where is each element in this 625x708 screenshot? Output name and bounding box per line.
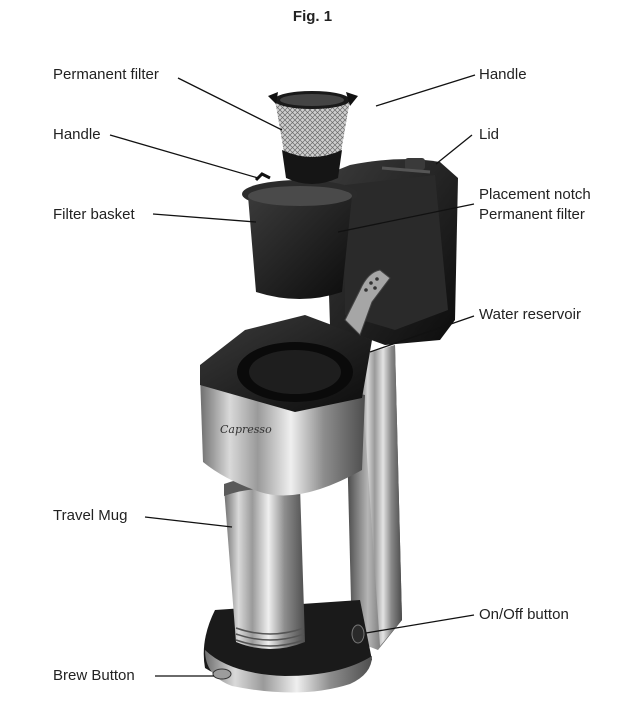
permanent-filter bbox=[268, 91, 358, 184]
label-on-off-button: On/Off button bbox=[479, 606, 569, 623]
label-brew-button: Brew Button bbox=[53, 667, 135, 684]
upper-housing: Capresso bbox=[200, 315, 372, 496]
label-placement-notch-permanent-filter: Permanent filter bbox=[479, 206, 585, 223]
label-travel-mug: Travel Mug bbox=[53, 507, 128, 524]
lid bbox=[325, 158, 458, 345]
filter-basket bbox=[242, 172, 358, 299]
figure-title: Fig. 1 bbox=[292, 8, 333, 25]
label-handle-left: Handle bbox=[53, 126, 101, 143]
label-handle-right: Handle bbox=[479, 66, 527, 83]
on-off-button-shape bbox=[351, 624, 365, 644]
brand-logo: Capresso bbox=[220, 423, 272, 436]
label-filter-basket: Filter basket bbox=[53, 206, 135, 223]
brew-button-shape bbox=[212, 668, 232, 680]
travel-mug bbox=[224, 477, 305, 649]
label-water-reservoir: Water reservoir bbox=[479, 306, 581, 323]
label-permanent-filter: Permanent filter bbox=[53, 66, 159, 83]
label-lid: Lid bbox=[479, 126, 500, 143]
label-placement-notch: Placement notch bbox=[479, 186, 591, 203]
leader-lines bbox=[109, 74, 476, 677]
